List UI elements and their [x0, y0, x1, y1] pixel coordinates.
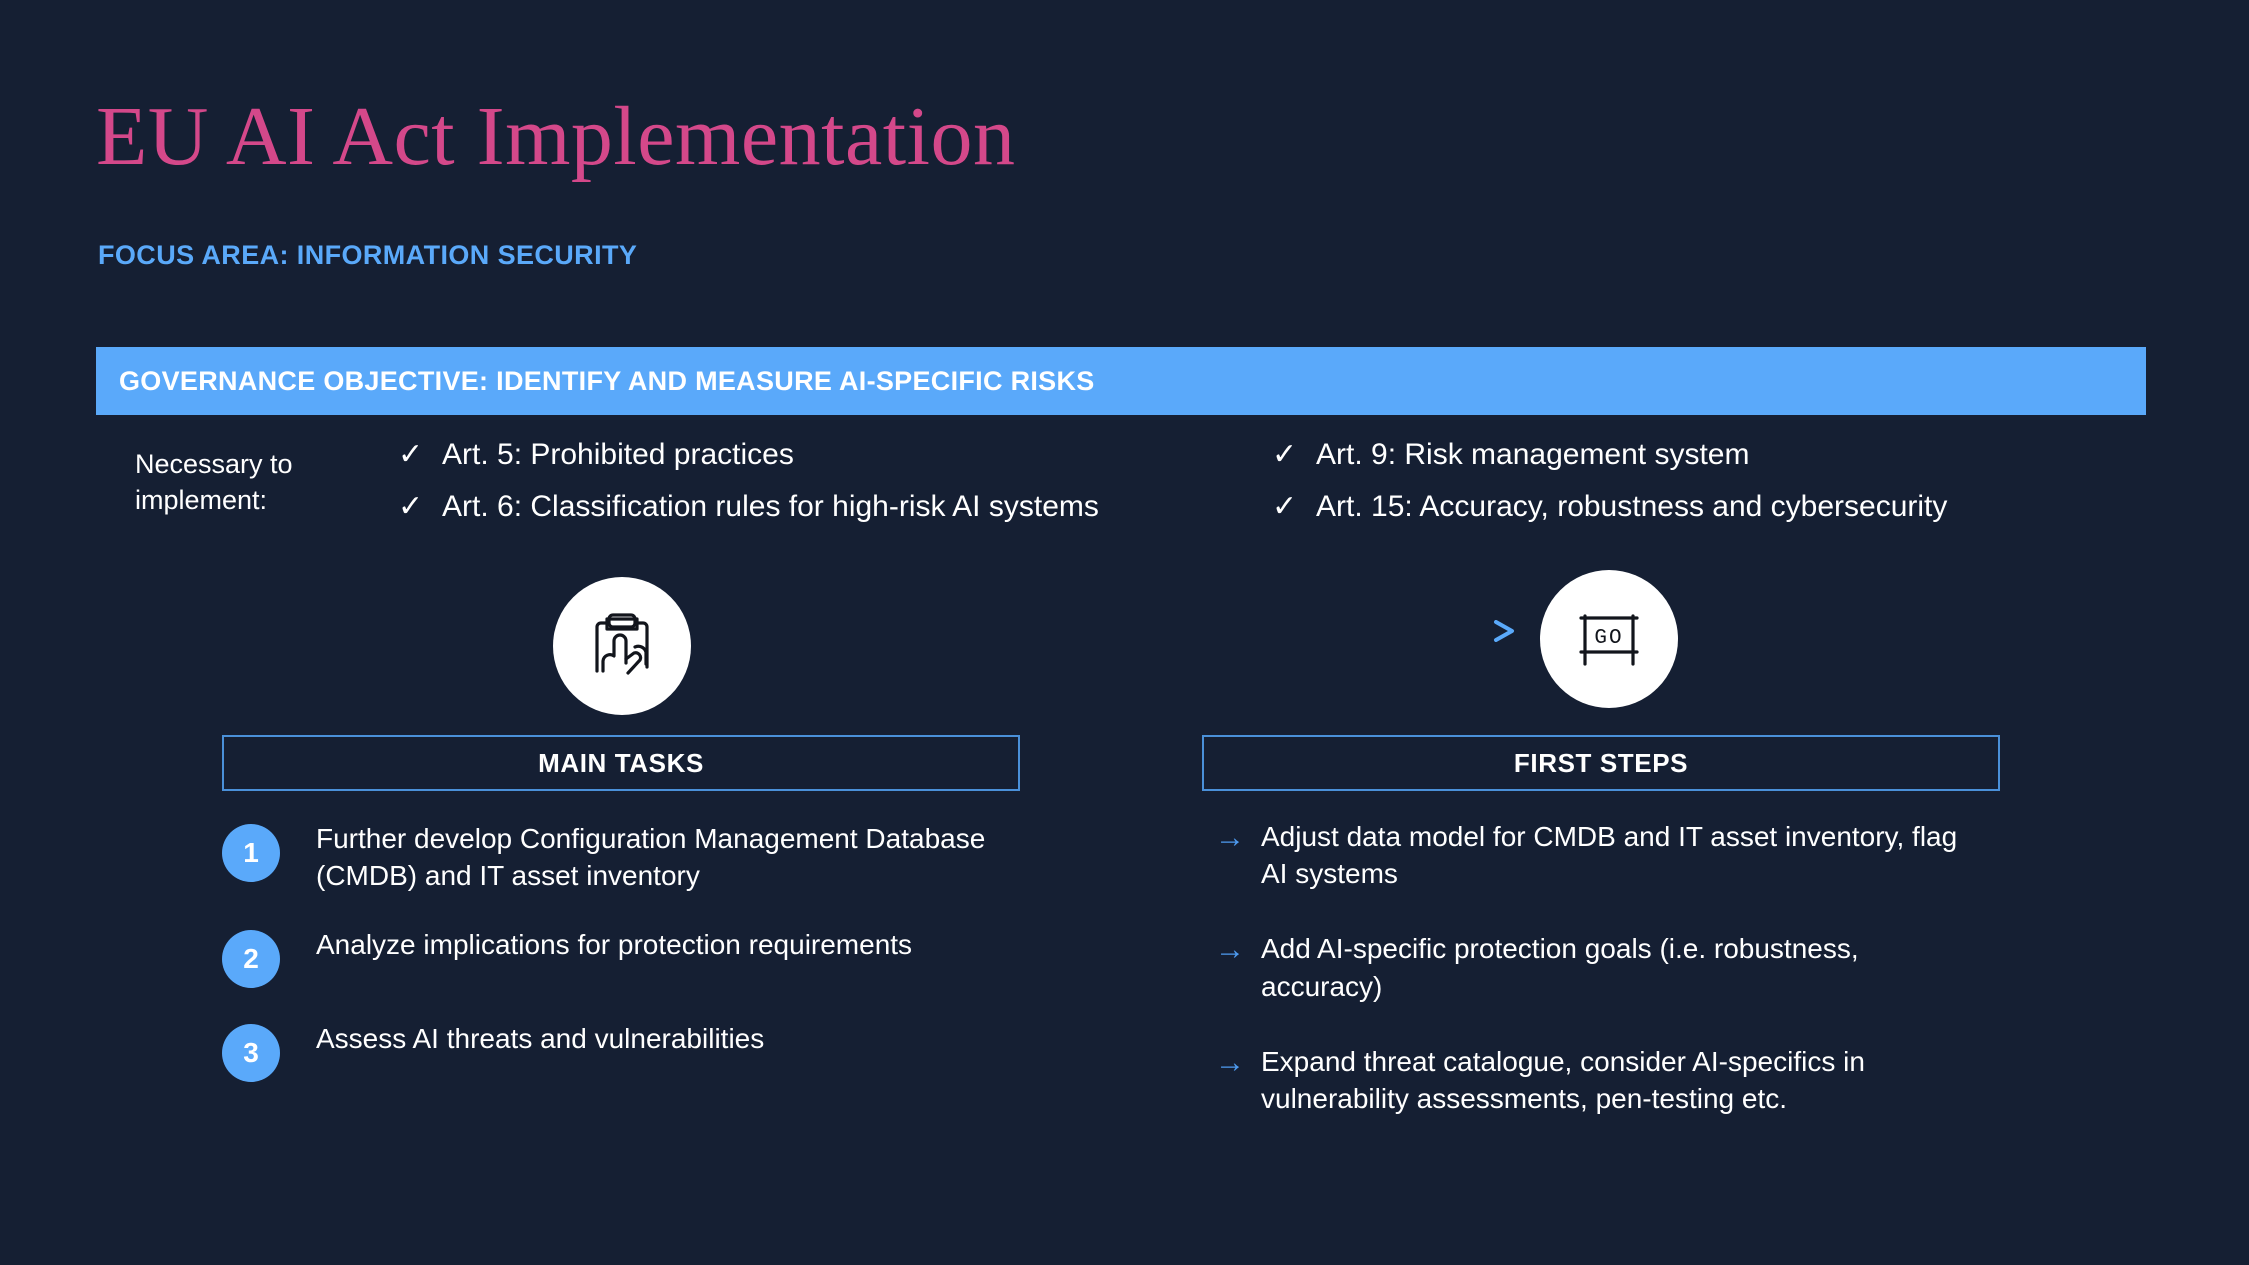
list-item: 2 Analyze implications for protection re…	[222, 926, 1022, 989]
check-icon: ✓	[1272, 490, 1298, 523]
articles-column-right: ✓ Art. 9: Risk management system ✓ Art. …	[1272, 437, 1947, 541]
focus-area-subtitle: FOCUS AREA: INFORMATION SECURITY	[98, 240, 638, 270]
go-sign-icon: GO	[1540, 570, 1678, 708]
governance-objective-text: GOVERNANCE OBJECTIVE: IDENTIFY AND MEASU…	[119, 365, 1095, 396]
step-text: Add AI-specific protection goals (i.e. r…	[1261, 933, 1859, 1002]
article-label: Art. 6: Classification rules for high-ri…	[442, 490, 1099, 523]
arrow-right-icon: →	[1215, 821, 1245, 854]
clipboard-in-hand-icon	[553, 577, 691, 715]
list-item: → Expand threat catalogue, consider AI-s…	[1215, 1043, 2015, 1117]
main-tasks-heading: MAIN TASKS	[538, 747, 704, 778]
article-label: Art. 5: Prohibited practices	[442, 438, 794, 471]
step-text: Expand threat catalogue, consider AI-spe…	[1261, 1045, 1865, 1115]
first-steps-heading: FIRST STEPS	[1513, 747, 1689, 778]
task-text: Assess AI threats and vulnerabilities	[316, 1023, 765, 1055]
article-item: ✓ Art. 6: Classification rules for high-…	[398, 489, 1099, 525]
list-item: → Adjust data model for CMDB and IT asse…	[1215, 818, 2015, 892]
arrow-right-icon: →	[1215, 1045, 1245, 1079]
article-item: ✓ Art. 9: Risk management system	[1272, 437, 1947, 473]
article-label: Art. 9: Risk management system	[1316, 438, 1750, 471]
step-text: Adjust data model for CMDB and IT asset …	[1261, 821, 1958, 890]
article-item: ✓ Art. 15: Accuracy, robustness and cybe…	[1272, 489, 1947, 525]
task-text: Analyze implications for protection requ…	[316, 929, 913, 961]
main-tasks-list: 1 Further develop Configuration Manageme…	[222, 820, 1022, 1114]
check-icon: ✓	[398, 490, 424, 523]
check-icon: ✓	[1272, 438, 1298, 471]
article-item: ✓ Art. 5: Prohibited practices	[398, 437, 1099, 473]
page-title: EU AI Act Implementation	[96, 90, 1016, 183]
first-steps-heading-box: FIRST STEPS	[1202, 735, 2000, 791]
task-number-badge: 2	[222, 930, 280, 989]
task-text: Further develop Configuration Management…	[316, 823, 986, 892]
first-steps-list: → Adjust data model for CMDB and IT asse…	[1215, 818, 2015, 1155]
governance-objective-banner: GOVERNANCE OBJECTIVE: IDENTIFY AND MEASU…	[96, 347, 2146, 415]
check-icon: ✓	[398, 438, 424, 471]
article-label: Art. 15: Accuracy, robustness and cybers…	[1316, 490, 1948, 523]
svg-text:GO: GO	[1594, 627, 1623, 650]
task-number-badge: 3	[222, 1024, 280, 1083]
main-tasks-heading-box: MAIN TASKS	[222, 735, 1020, 791]
articles-column-left: ✓ Art. 5: Prohibited practices ✓ Art. 6:…	[398, 437, 1099, 541]
task-number-badge: 1	[222, 824, 280, 882]
list-item: 1 Further develop Configuration Manageme…	[222, 820, 1022, 894]
list-item: 3 Assess AI threats and vulnerabilities	[222, 1020, 1022, 1083]
arrow-right-icon: →	[1215, 933, 1245, 967]
necessary-to-implement-label: Necessary to implement:	[135, 449, 293, 515]
list-item: → Add AI-specific protection goals (i.e.…	[1215, 930, 2015, 1004]
flow-connector-arrow	[684, 620, 1530, 642]
